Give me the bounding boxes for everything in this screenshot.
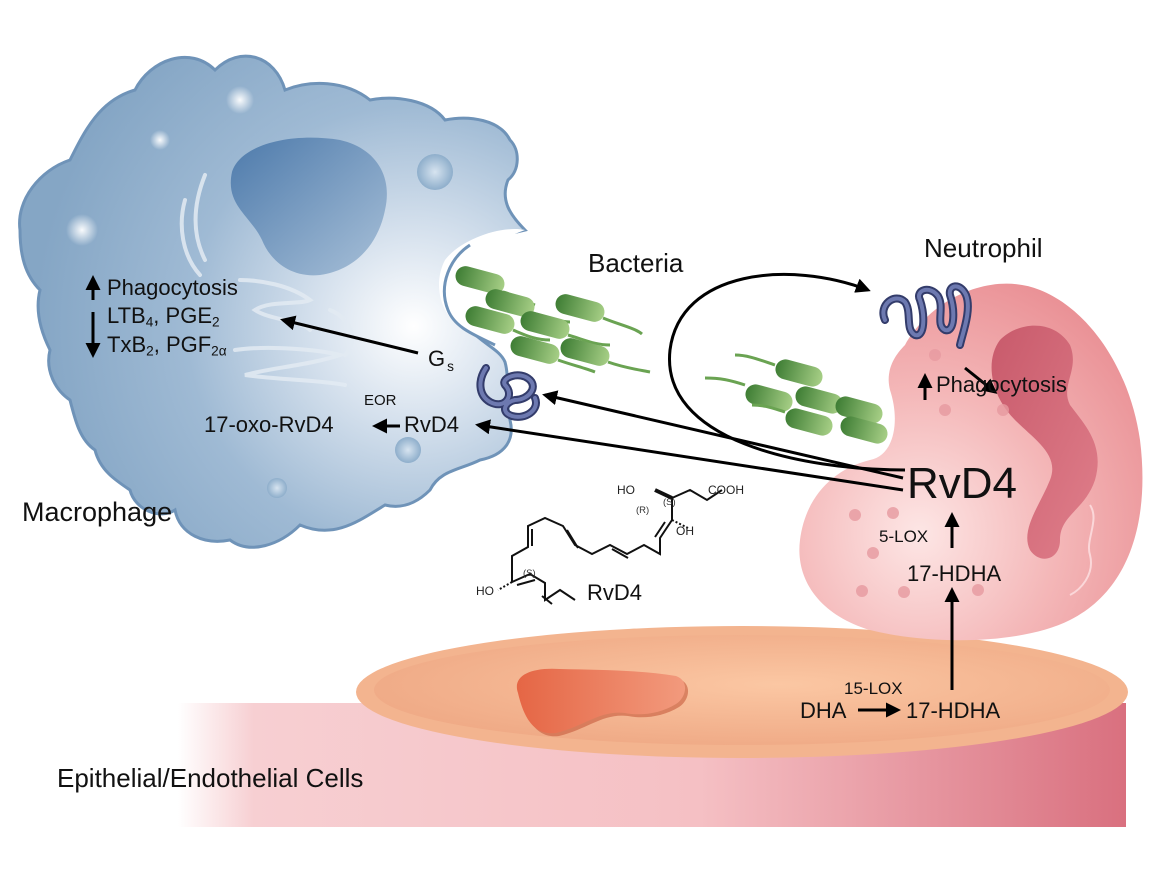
epithelial-cell bbox=[178, 626, 1128, 827]
neutrophil-cell bbox=[799, 283, 1143, 641]
separator: , bbox=[153, 332, 166, 357]
gs-subscript: s bbox=[447, 358, 454, 374]
15lox-label: 15-LOX bbox=[844, 679, 903, 698]
chem-ho-top: HO bbox=[617, 483, 635, 497]
epithelium-cell-body bbox=[374, 635, 1110, 745]
bacterium bbox=[560, 338, 651, 374]
bacteria-label: Bacteria bbox=[588, 248, 684, 278]
double-bond bbox=[611, 548, 629, 559]
bacteria-cluster-left bbox=[455, 266, 651, 374]
bacterium bbox=[835, 396, 883, 424]
double-bond bbox=[516, 579, 536, 586]
bacterium bbox=[734, 353, 823, 387]
receptor-to-phagocytosis-arrow bbox=[964, 366, 998, 394]
pge-subscript: 2 bbox=[212, 314, 220, 330]
bacterium bbox=[465, 306, 551, 342]
bacterium bbox=[704, 376, 793, 412]
neutrophil-rvd4-label: RvD4 bbox=[907, 459, 1018, 508]
phagocytic-cup-edge bbox=[442, 243, 496, 347]
macrophage-phagocytosis-label: Phagocytosis bbox=[107, 275, 238, 300]
neutrophil-receptor bbox=[879, 282, 972, 349]
bacterium bbox=[510, 336, 596, 374]
macrophage-membrane bbox=[18, 54, 528, 549]
hash-bond bbox=[497, 581, 513, 591]
bacterium bbox=[520, 311, 611, 347]
chem-stereo-s2: (S) bbox=[523, 568, 536, 579]
pge-label: PGE bbox=[165, 303, 212, 328]
double-bond bbox=[566, 529, 579, 549]
neutrophil-filament bbox=[1069, 504, 1095, 596]
bacteria-cluster-right bbox=[704, 353, 888, 444]
hash-bond bbox=[671, 519, 689, 529]
macrophage-vesicle bbox=[395, 437, 421, 463]
rvd4-to-neutrophil-receptor-arrow bbox=[668, 273, 906, 472]
ltb-subscript: 4 bbox=[145, 314, 154, 330]
chem-oh: OH bbox=[676, 524, 694, 538]
pgf-label: PGF bbox=[165, 332, 212, 357]
macrophage-vesicle bbox=[417, 154, 453, 190]
dha-label: DHA bbox=[800, 698, 847, 723]
separator: , bbox=[153, 303, 166, 328]
chem-stereo-r: (R) bbox=[636, 505, 649, 516]
chem-stereo-s1: (S) bbox=[663, 497, 676, 508]
double-bond bbox=[654, 521, 666, 538]
macrophage-receptor bbox=[476, 364, 540, 421]
5lox-label: 5-LOX bbox=[879, 527, 929, 546]
bacterium bbox=[840, 416, 888, 444]
bacterium bbox=[555, 294, 643, 336]
epithelium-label: Epithelial/Endothelial Cells bbox=[57, 763, 364, 793]
chem-ho-bottom: HO bbox=[476, 584, 494, 598]
rvd4-structure-labels: HO COOH OH HO (S) (R) (S) bbox=[476, 483, 744, 598]
gs-base: G bbox=[428, 346, 446, 371]
gs-to-effects-arrow bbox=[280, 315, 419, 355]
neutrophil-label: Neutrophil bbox=[924, 233, 1043, 263]
neutrophil-phagocytosis-label: Phagocytosis bbox=[936, 372, 1067, 397]
macrophage-rvd4-label: RvD4 bbox=[404, 412, 460, 437]
macrophage-label: Macrophage bbox=[22, 497, 173, 527]
ltb-label: LTB bbox=[107, 303, 146, 328]
epithelium-17hdha-label: 17-HDHA bbox=[906, 698, 1001, 723]
macrophage-granule bbox=[150, 130, 170, 150]
epithelium-nucleus bbox=[516, 668, 686, 734]
rvd4-to-receptor-arrow bbox=[542, 390, 904, 480]
wedge-bond bbox=[654, 488, 673, 500]
eor-enzyme-label: EOR bbox=[364, 392, 397, 409]
rvd4-structure bbox=[497, 488, 723, 605]
chem-cooh: COOH bbox=[708, 483, 744, 497]
double-bond bbox=[541, 595, 553, 605]
oxo-rvd4-label: 17-oxo-RvD4 bbox=[204, 412, 334, 437]
neutrophil-granules bbox=[849, 349, 1009, 598]
bacterium bbox=[795, 386, 843, 414]
macrophage-granule bbox=[66, 214, 98, 246]
txb-subscript: 2 bbox=[146, 343, 154, 359]
txb-label: TxB bbox=[107, 332, 147, 357]
macrophage-nucleus bbox=[230, 137, 387, 276]
structure-name-label: RvD4 bbox=[587, 580, 643, 605]
rvd4-to-macrophage-arrow bbox=[475, 419, 904, 492]
neutrophil-nucleus bbox=[991, 325, 1098, 559]
bacterium bbox=[751, 403, 833, 436]
macrophage-granule bbox=[226, 86, 254, 114]
pgf-subscript: 2α bbox=[211, 343, 227, 359]
macrophage-eicosanoids-line2: TxB2, PGF2α bbox=[107, 334, 227, 358]
macrophage-vesicle bbox=[267, 478, 287, 498]
macrophage-cell bbox=[18, 54, 528, 549]
neutrophil-17hdha-label: 17-HDHA bbox=[907, 561, 1002, 586]
macrophage-eicosanoids-line1: LTB4, PGE2 bbox=[107, 305, 220, 329]
arrows bbox=[85, 273, 998, 718]
